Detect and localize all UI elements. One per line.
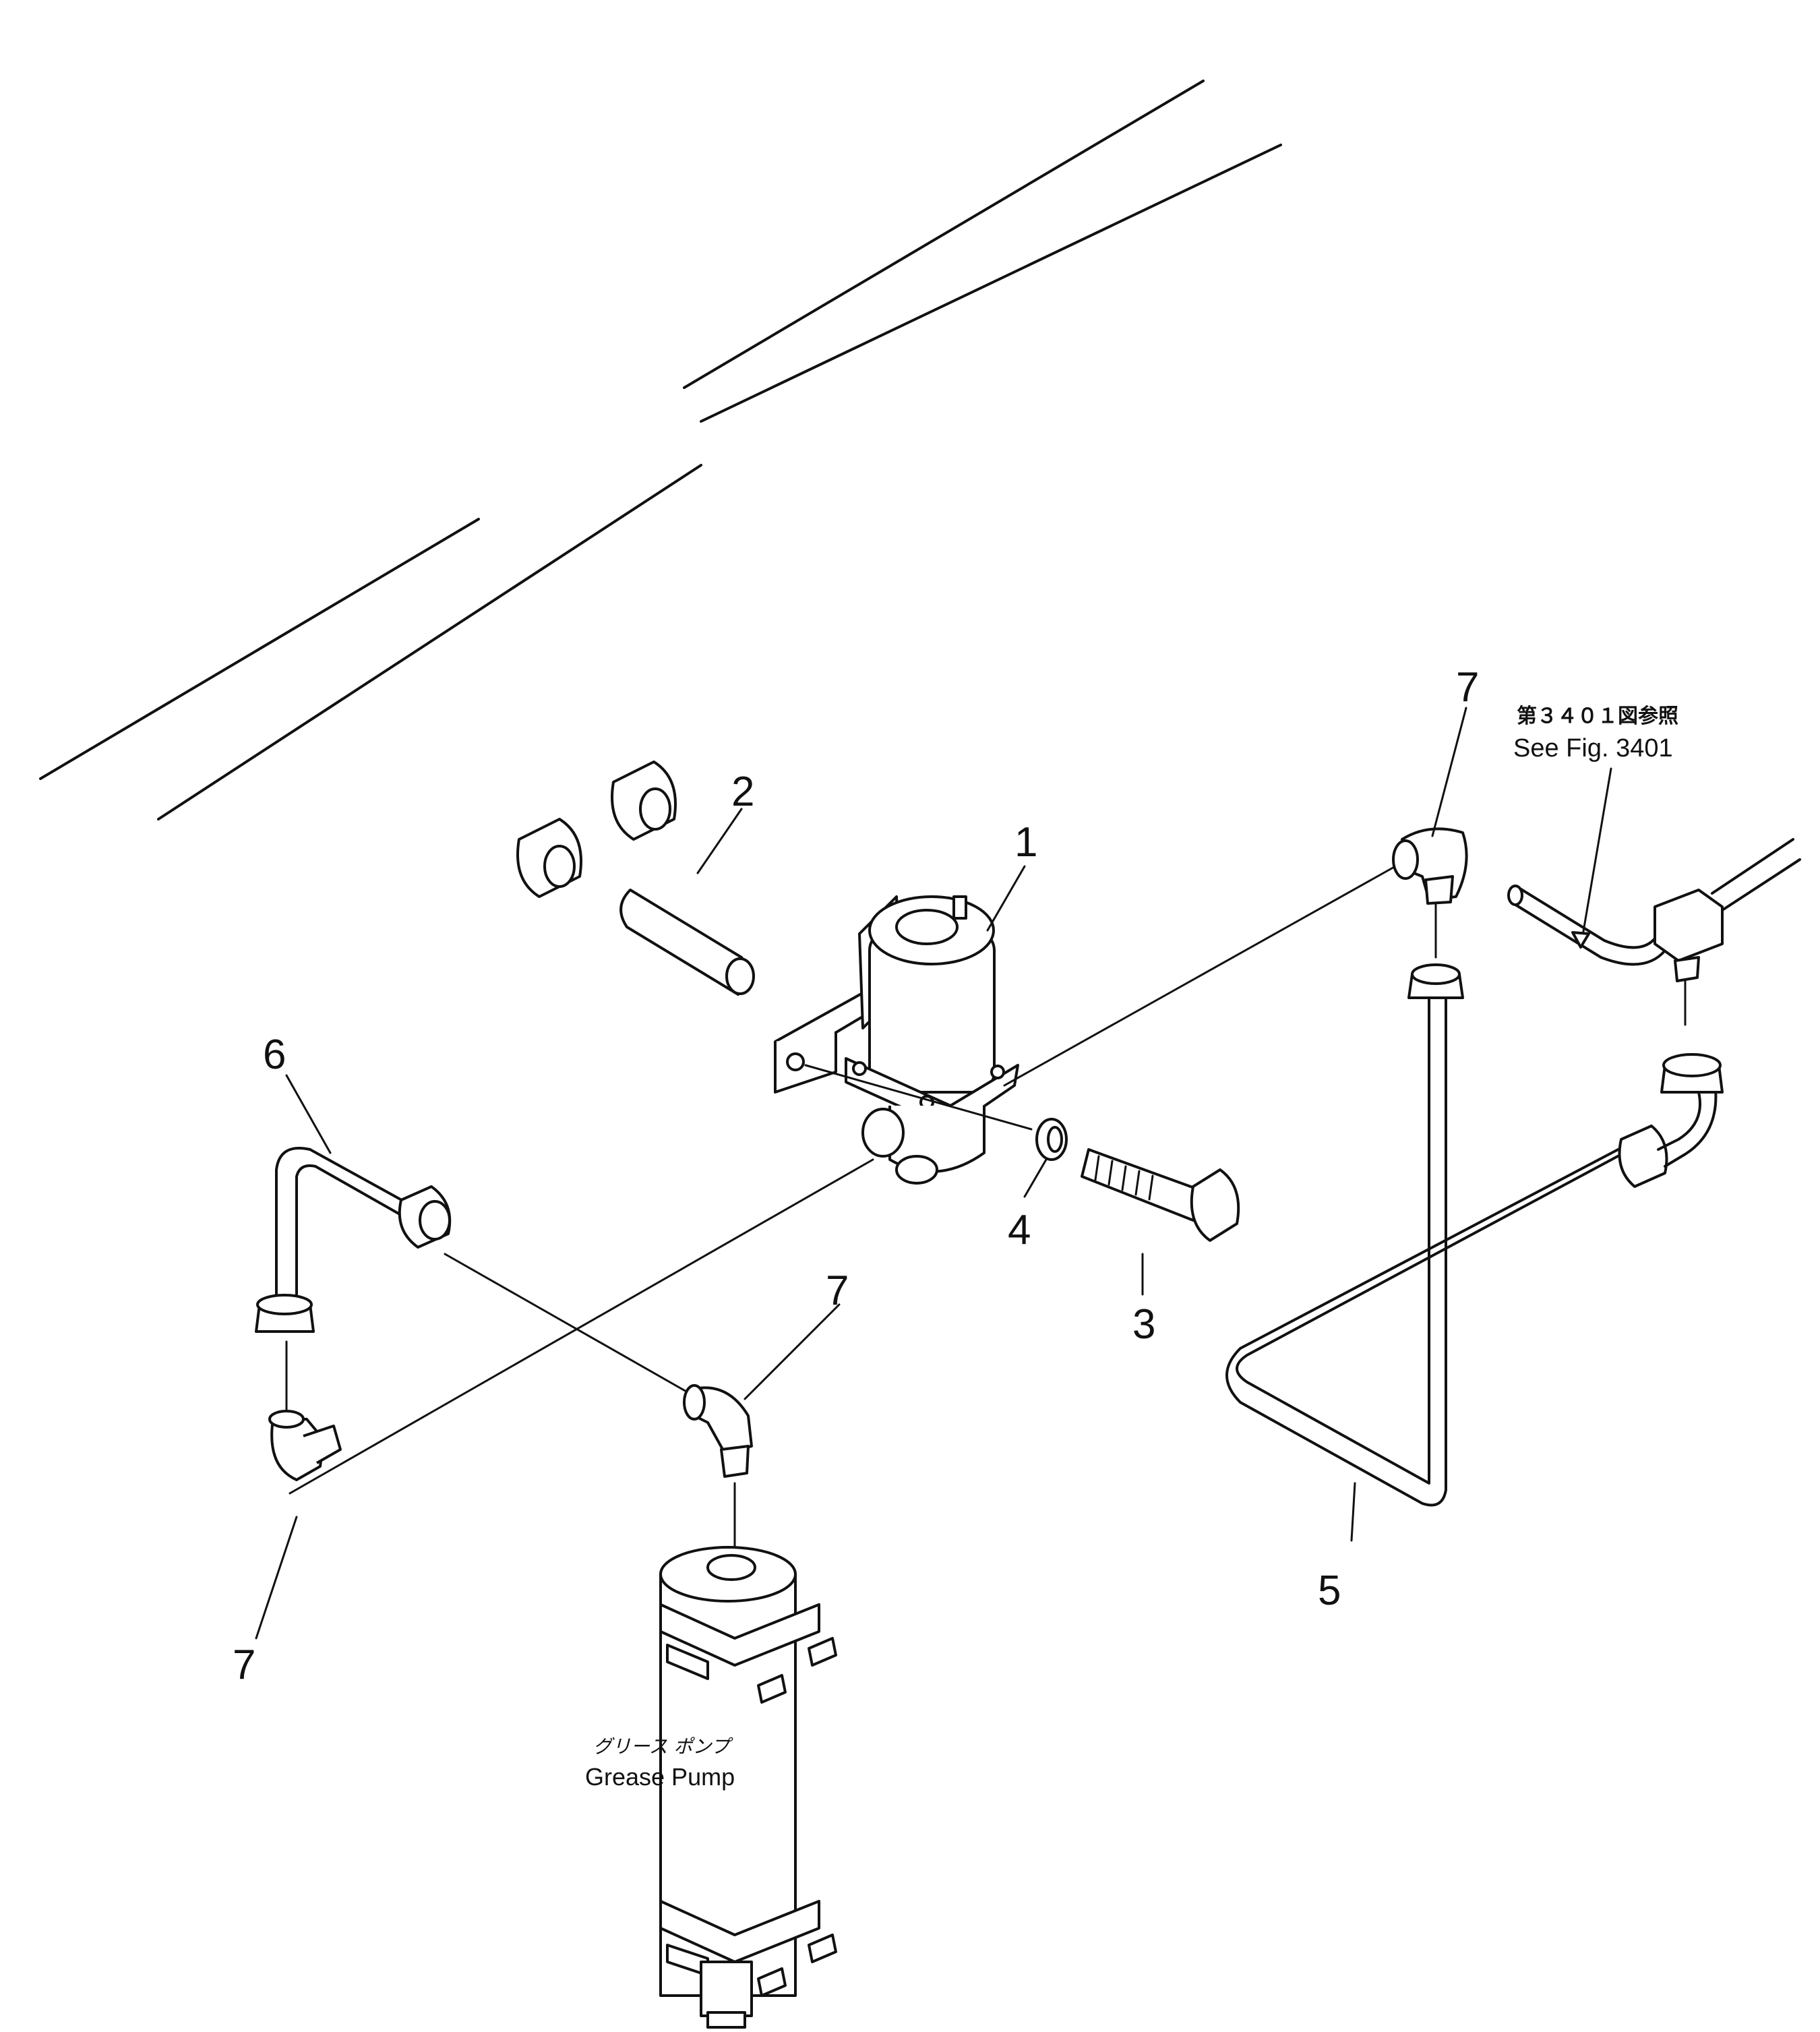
callout-7-top: 7: [1456, 664, 1479, 711]
part-7-elbow-right: [1392, 827, 1468, 905]
callout-5: 5: [1318, 1567, 1341, 1614]
part-1-solenoid-valve: [774, 895, 1019, 1185]
callout-leaders: [255, 707, 1612, 1640]
pump-label-jp: グリース ポンプ: [593, 1735, 734, 1758]
reference-note-en: See Fig. 3401: [1513, 734, 1673, 763]
part-4-washer: [1035, 1118, 1068, 1161]
part-3-bolt: [1081, 1148, 1240, 1242]
pump-label-en: Grease Pump: [585, 1763, 735, 1791]
part-6-pipe: [255, 1147, 452, 1333]
part-7-elbow-left: [268, 1410, 342, 1481]
callout-6: 6: [263, 1032, 286, 1078]
reference-tee-assembly: [1507, 838, 1801, 982]
part-2-pin: [619, 889, 755, 996]
grease-pump: [659, 1546, 837, 2029]
frame-outline: [39, 80, 1282, 820]
callout-7-left: 7: [233, 1642, 255, 1688]
assembly-lines: [285, 865, 1687, 1552]
part-5-pipe: [1225, 963, 1724, 1507]
reference-note-jp: 第３４０１図参照: [1517, 705, 1678, 728]
callout-3: 3: [1132, 1301, 1155, 1348]
part-7-elbow-mid: [683, 1384, 753, 1478]
spacer-collars: [516, 760, 677, 898]
callout-7-mid: 7: [826, 1267, 849, 1314]
callout-4: 4: [1008, 1207, 1031, 1253]
callout-numbers: 1 2 3 4 5 6 7 7 7: [233, 664, 1479, 1688]
callout-2: 2: [731, 769, 754, 815]
callout-1: 1: [1014, 819, 1037, 866]
